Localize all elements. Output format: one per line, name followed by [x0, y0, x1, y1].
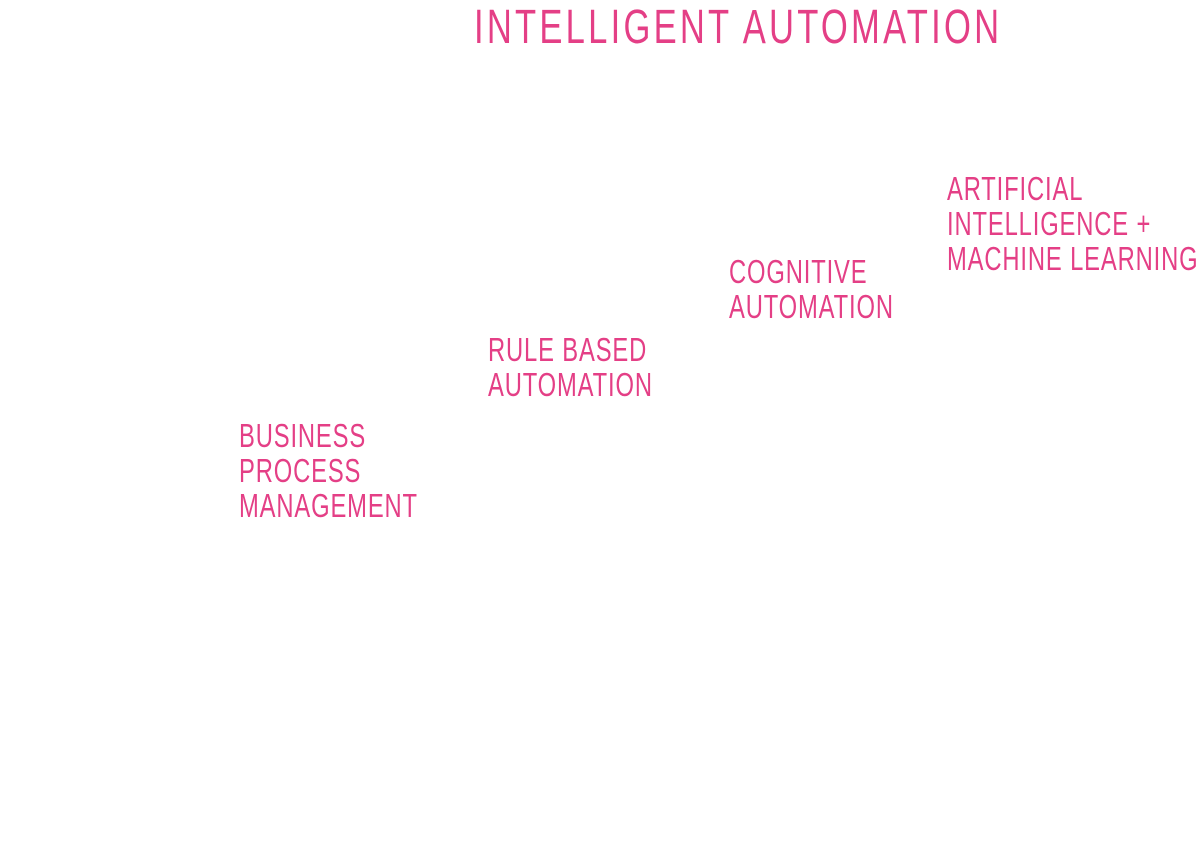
stage-label-line: COGNITIVE — [729, 253, 868, 290]
stage-rule-based-automation: RULE BASED AUTOMATION — [488, 332, 717, 402]
stage-label-line: PROCESS — [239, 452, 362, 489]
stage-label-line: AUTOMATION — [488, 366, 653, 403]
stage-label-line: MACHINE LEARNING — [947, 240, 1199, 277]
diagram-title: INTELLIGENT AUTOMATION — [474, 1, 1003, 54]
stage-label-line: RULE BASED — [488, 331, 648, 368]
stage-label-line: MANAGEMENT — [239, 487, 418, 524]
stage-label-line: ARTIFICIAL — [947, 170, 1084, 207]
stage-label-line: AUTOMATION — [729, 288, 894, 325]
stage-cognitive-automation: COGNITIVE AUTOMATION — [729, 254, 958, 324]
stage-ai-machine-learning: ARTIFICIAL INTELLIGENCE + MACHINE LEARNI… — [947, 171, 1200, 276]
stage-label-line: INTELLIGENCE + — [947, 205, 1152, 242]
stage-label-line: BUSINESS — [239, 417, 367, 454]
stage-business-process-management: BUSINESS PROCESS MANAGEMENT — [239, 418, 488, 523]
